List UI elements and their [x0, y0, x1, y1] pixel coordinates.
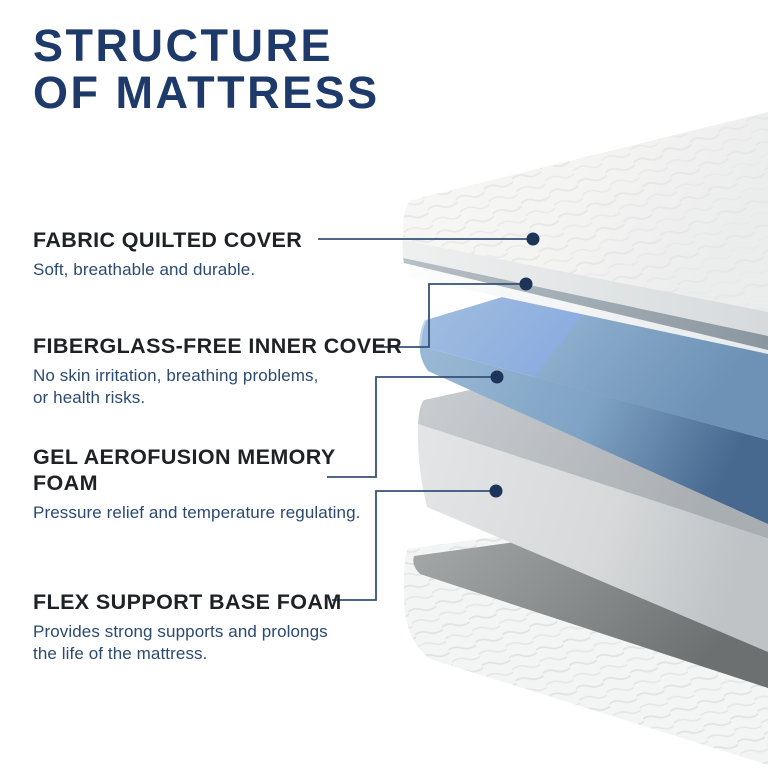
- leader-line-inner-cover: [375, 283, 526, 348]
- callout-dots: [489, 232, 540, 498]
- callout-heading: FIBERGLASS-FREE INNER COVER: [33, 334, 403, 358]
- callout-gel-aerofusion-memory-foam: GEL AEROFUSION MEMORY FOAM Pressure reli…: [33, 444, 360, 524]
- callout-fabric-quilted-cover: FABRIC QUILTED COVER Soft, breathable an…: [33, 227, 302, 281]
- leader-line-base-foam: [332, 490, 496, 601]
- leader-lines: [318, 238, 533, 601]
- callout-dot-inner-cover: [519, 277, 533, 291]
- page-title-line-1: STRUCTURE: [33, 20, 333, 71]
- callout-heading: FABRIC QUILTED COVER: [33, 228, 303, 252]
- callout-heading: FLEX SUPPORT BASE FOAM: [33, 590, 342, 614]
- callout-description: Pressure relief and temperature regulati…: [33, 503, 361, 522]
- callout-flex-support-base-foam: FLEX SUPPORT BASE FOAM Provides strong s…: [33, 589, 342, 664]
- callout-fiberglass-free-inner-cover: FIBERGLASS-FREE INNER COVER No skin irri…: [33, 333, 402, 408]
- callout-description: No skin irritation, breathing problems, …: [33, 366, 319, 407]
- callout-dot-fabric-quilted-cover: [526, 232, 540, 246]
- page-title-line-2: OF MATTRESS: [33, 67, 380, 118]
- leader-line-gel-foam: [327, 376, 497, 478]
- callout-description: Soft, breathable and durable.: [33, 260, 256, 279]
- callout-dot-base-foam: [489, 484, 503, 498]
- callout-description: Provides strong supports and prolongs th…: [33, 622, 328, 663]
- callout-dot-gel-foam: [490, 370, 504, 384]
- mattress-layer-quilted-cover: [402, 112, 768, 350]
- page-title: STRUCTURE OF MATTRESS: [33, 22, 380, 116]
- callout-heading: GEL AEROFUSION MEMORY FOAM: [33, 445, 336, 495]
